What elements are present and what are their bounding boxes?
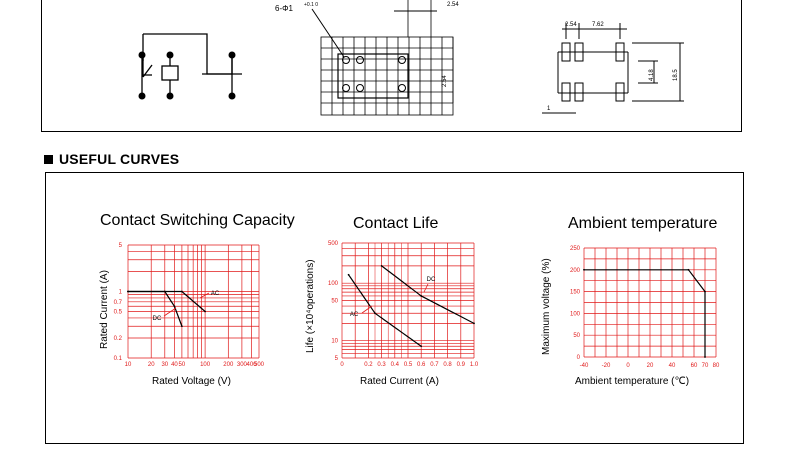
chart1-xtick: 300 [237, 362, 248, 368]
chart2-pointer [423, 283, 429, 293]
chart1-xtick: 10 [125, 362, 132, 368]
chart2-title: Contact Life [353, 215, 439, 232]
chart1-xtick: 30 [161, 362, 168, 368]
dim-762: 7.62 [592, 22, 604, 28]
chart1-pointer [163, 307, 177, 317]
chart3-point [704, 356, 706, 358]
dimension-drawings: 6-Φ1 +0.1 0 2.54 2.54 2.54 7.62 4.18 18.… [138, 0, 684, 116]
chart3-xlabel: Ambient temperature (℃) [575, 376, 690, 387]
chart2-label-dc: DC [427, 277, 436, 283]
side-view [542, 23, 684, 114]
chart1-label-ac: AC [211, 291, 220, 297]
chart3-xtick: 60 [691, 363, 698, 369]
chart3-xtick: -20 [602, 363, 611, 369]
dim-185: 18.5 [673, 69, 679, 81]
chart1-xtick: 400 [247, 362, 258, 368]
chart3-point [704, 290, 706, 293]
chart1-point [204, 310, 207, 313]
dim-254-top: 2.54 [447, 2, 459, 8]
chart3-ytick: 200 [570, 268, 581, 274]
drawings-panel: 6-Φ1 +0.1 0 2.54 2.54 2.54 7.62 4.18 18.… [41, 0, 742, 132]
chart2-xtick: 0.2 [364, 362, 373, 368]
pcb-holes [342, 56, 406, 92]
chart1-xtick: 40 [171, 362, 178, 368]
chart1-pointer [199, 292, 210, 299]
chart2-xtick: 0.6 [417, 362, 426, 368]
chart2-xtick: 0.9 [457, 362, 466, 368]
chart1-ytick: 0.1 [114, 356, 123, 362]
chart2-xtick: 1.0 [470, 362, 479, 368]
section-heading: USEFUL CURVES [44, 151, 179, 167]
chart1-xtick: 200 [223, 362, 234, 368]
chart2-point [420, 345, 423, 348]
chart2-xtick: 0.3 [377, 362, 386, 368]
chart2-xlabel: Rated Current (A) [360, 376, 439, 387]
chart2-ytick: 10 [331, 339, 338, 345]
section-title: USEFUL CURVES [59, 151, 180, 167]
chart3-ytick: 50 [573, 333, 580, 339]
chart2-point [473, 322, 475, 325]
chart1-point [180, 325, 183, 328]
chart3-title: Ambient temperature [568, 215, 718, 232]
chart2-xtick: 0.8 [443, 362, 452, 368]
chart1-ytick: 0.2 [114, 336, 123, 342]
chart3-point [583, 268, 585, 271]
chart1-xtick: 50 [179, 362, 186, 368]
chart1-point [180, 290, 183, 293]
dim-254-pin: 2.54 [565, 22, 577, 28]
chart2-pointer [361, 305, 373, 314]
pcb-grid [320, 0, 454, 116]
chart3-ytick: 100 [570, 311, 581, 317]
curves-panel [45, 172, 744, 444]
chart1-xlabel: Rated Voltage (V) [152, 376, 231, 387]
chart2-ytick: 5 [335, 356, 339, 362]
chart2-ytick: 50 [331, 299, 338, 305]
chart3-point [687, 268, 690, 271]
chart1-point [127, 290, 129, 293]
chart2-xtick: 0.4 [391, 362, 400, 368]
chart1-ytick: 5 [119, 243, 123, 249]
chart3-ytick: 0 [577, 355, 581, 361]
dim-418: 4.18 [649, 69, 655, 81]
chart2-point [380, 264, 383, 267]
chart3-xtick: -40 [580, 363, 589, 369]
chart1-xtick: 100 [200, 362, 211, 368]
chart2-label-ac: AC [350, 312, 359, 318]
chart1-ytick: 0.5 [114, 310, 123, 316]
chart2-ytick: 100 [328, 281, 339, 287]
chart2-point [420, 295, 423, 297]
square-bullet-icon [44, 154, 53, 164]
chart3-ytick: 150 [570, 290, 581, 296]
chart3-xtick: 70 [702, 363, 709, 369]
hole-label: 6-Φ1 [275, 4, 293, 13]
chart1-ytick: 0.7 [114, 300, 123, 306]
chart1-xtick: 500 [254, 362, 265, 368]
chart3-xtick: 40 [669, 363, 676, 369]
chart1-label-dc: DC [153, 316, 162, 322]
hole-tolerance: +0.1 0 [304, 2, 318, 8]
chart2-point [374, 312, 376, 315]
chart1-title: Contact Switching Capacity [100, 212, 295, 229]
chart3-xtick: 20 [647, 363, 654, 369]
chart3-xtick: 0 [626, 363, 630, 369]
dim-254-side: 2.54 [442, 75, 448, 87]
chart3-xtick: 80 [713, 363, 720, 369]
schematic-terminals [138, 51, 236, 100]
chart2-xtick: 0.5 [404, 362, 413, 368]
chart3-ytick: 250 [570, 246, 581, 252]
chart1-point [173, 305, 176, 308]
chart3-series-voltage [584, 269, 706, 357]
chart2-ytick: 500 [328, 241, 339, 247]
chart2-xtick: 0 [340, 362, 344, 368]
chart1-ytick: 1 [119, 289, 123, 295]
dim-1: 1 [547, 106, 551, 112]
chart2-point [347, 273, 350, 276]
chart1-xtick: 20 [148, 362, 155, 368]
chart2-xtick: 0.7 [430, 362, 439, 368]
